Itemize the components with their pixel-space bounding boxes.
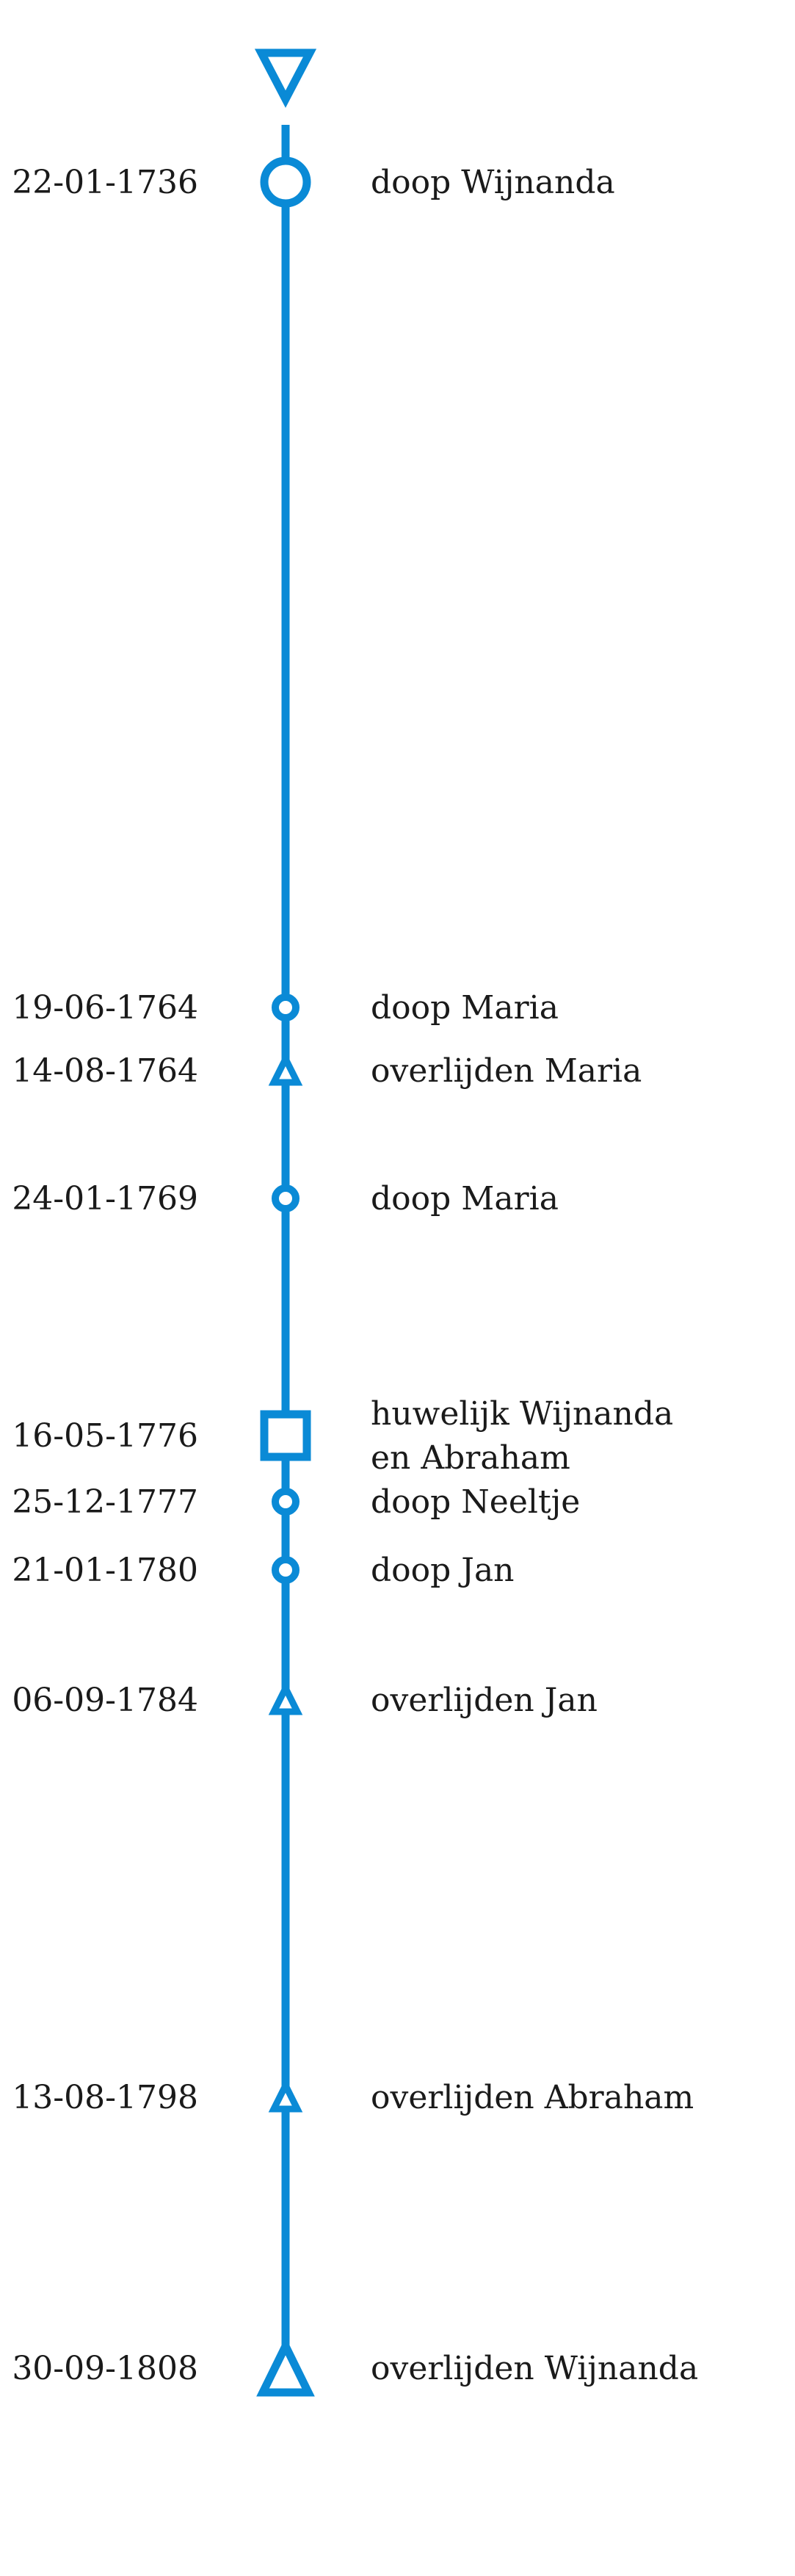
event-label: huwelijk Wijnanda en Abraham [371, 1395, 673, 1477]
event-label-line: doop Jan [371, 1552, 515, 1589]
event-date: 06-09-1784 [12, 1682, 198, 1719]
baptism-circle-icon [260, 156, 311, 208]
death-triangle-icon [268, 2077, 303, 2113]
event-label: doop Maria [371, 989, 559, 1027]
event-date: 19-06-1764 [12, 989, 198, 1027]
timeline-event: 06-09-1784 overlijden Jan [12, 1680, 598, 1719]
start-triangle-down-icon [254, 48, 317, 108]
timeline-event: 25-12-1777 doop Neeltje [12, 1483, 580, 1521]
event-label-line: doop Maria [371, 989, 559, 1027]
baptism-circle-icon [272, 994, 300, 1021]
event-label: doop Jan [371, 1552, 515, 1589]
baptism-circle-icon [272, 1184, 300, 1212]
event-label-line: doop Neeltje [371, 1483, 580, 1521]
event-date: 21-01-1780 [12, 1552, 198, 1589]
baptism-circle-icon [272, 1488, 300, 1516]
event-label: overlijden Jan [371, 1682, 598, 1719]
event-label: doop Maria [371, 1180, 559, 1218]
timeline-event: 22-01-1736 doop Wijnanda [12, 156, 615, 208]
event-label: overlijden Maria [371, 1052, 642, 1090]
timeline-events: 22-01-1736 doop Wijnanda 19-06-1764 doop Ma… [12, 156, 698, 2397]
death-triangle-icon [268, 1051, 303, 1086]
event-label: doop Neeltje [371, 1483, 580, 1521]
event-label-line: doop Wijnanda [371, 164, 615, 201]
event-label-line: overlijden Jan [371, 1682, 598, 1719]
marriage-square-icon [260, 1410, 311, 1461]
event-label-line: huwelijk Wijnanda [371, 1395, 673, 1433]
timeline-event: 16-05-1776 huwelijk Wijnanda en Abraham [12, 1395, 673, 1477]
event-date: 24-01-1769 [12, 1180, 198, 1218]
death-triangle-icon [256, 2337, 315, 2397]
event-label-line: en Abraham [371, 1439, 570, 1477]
event-date: 13-08-1798 [12, 2079, 198, 2116]
event-date: 16-05-1776 [12, 1417, 198, 1455]
event-label-line: overlijden Wijnanda [371, 2350, 698, 2387]
event-date: 30-09-1808 [12, 2350, 198, 2387]
event-label-line: overlijden Maria [371, 1052, 642, 1090]
event-date: 25-12-1777 [12, 1483, 198, 1521]
timeline-event: 13-08-1798 overlijden Abraham [12, 2077, 694, 2116]
event-label-line: doop Maria [371, 1180, 559, 1218]
event-label: overlijden Abraham [371, 2079, 694, 2116]
event-date: 14-08-1764 [12, 1052, 198, 1090]
timeline-start [254, 48, 317, 108]
event-label: doop Wijnanda [371, 164, 615, 201]
timeline-event: 30-09-1808 overlijden Wijnanda [12, 2337, 698, 2397]
timeline-event: 14-08-1764 overlijden Maria [12, 1051, 642, 1090]
timeline-event: 19-06-1764 doop Maria [12, 989, 559, 1027]
timeline-event: 24-01-1769 doop Maria [12, 1180, 559, 1218]
timeline-event: 21-01-1780 doop Jan [12, 1552, 514, 1589]
event-date: 22-01-1736 [12, 164, 198, 201]
event-label-line: overlijden Abraham [371, 2079, 694, 2116]
death-triangle-icon [268, 1680, 303, 1715]
baptism-circle-icon [272, 1556, 300, 1584]
event-label: overlijden Wijnanda [371, 2350, 698, 2387]
